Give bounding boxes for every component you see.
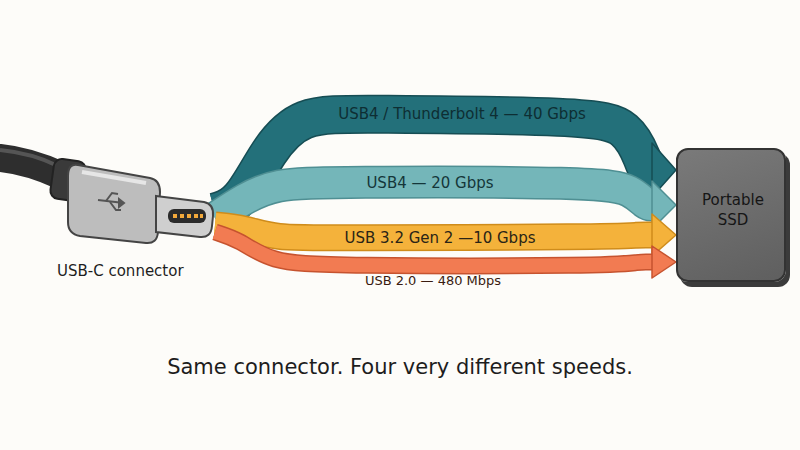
speed-label: USB 3.2 Gen 2 —10 Gbps	[345, 229, 536, 247]
device-label: Portable SSD	[696, 190, 770, 231]
speed-band-arrow	[215, 214, 676, 256]
caption: Same connector. Four very different spee…	[0, 355, 800, 379]
usb-c-connector: USB-C connector	[0, 140, 215, 285]
speed-label: USB4 — 20 Gbps	[366, 174, 493, 192]
plug-highlight	[82, 172, 146, 183]
contact-pins	[173, 214, 203, 218]
usb-symbol	[98, 193, 124, 210]
connector-label: USB-C connector	[57, 262, 184, 280]
portable-ssd: Portable SSD	[676, 148, 786, 282]
port-slot	[168, 209, 206, 223]
plug-body	[68, 165, 160, 243]
speed-label: USB4 / Thunderbolt 4 — 40 Gbps	[338, 105, 585, 123]
cable-highlight	[0, 150, 58, 166]
speed-label: USB 2.0 — 480 Mbps	[365, 273, 501, 288]
plug-tip	[156, 196, 213, 237]
arrow-head	[652, 246, 676, 278]
